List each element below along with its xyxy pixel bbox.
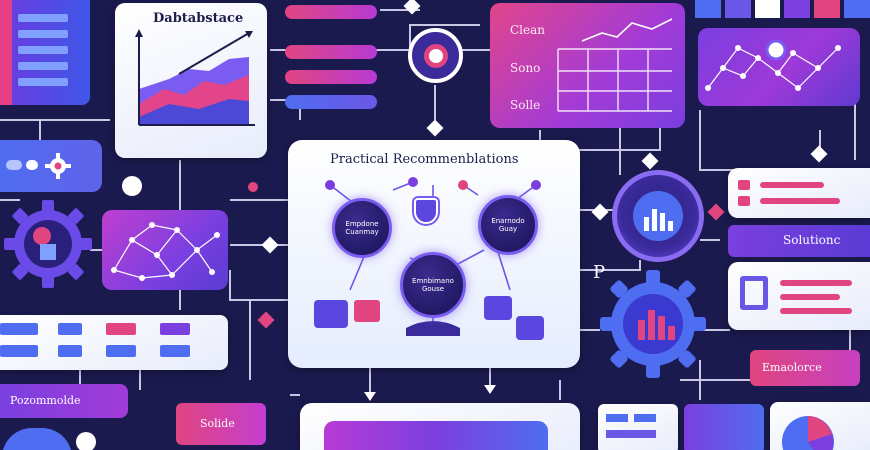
table-row-label: Solle [510,98,541,112]
recommendation-node[interactable]: Empdone Cuanmay [332,198,392,258]
analytics-node[interactable] [612,170,704,262]
gear-icon [600,270,706,378]
table-card[interactable]: Clean Sono Solle [490,3,685,128]
bottom-panel[interactable] [300,403,580,450]
solide-label: Solide [200,417,235,430]
pill-bar-1 [285,5,377,19]
pie-chart-icon [782,416,834,450]
settings-pill[interactable] [0,140,102,192]
down-arrow-icon [364,392,376,401]
solide-button[interactable]: Solide [176,403,266,445]
toggle-icon [6,160,22,170]
ring-node[interactable] [408,28,463,83]
pill-bar-3 [285,70,377,84]
gear-icon [4,200,92,288]
strip-bars [695,0,870,18]
network-graph-graphic [111,222,220,281]
emaolorce-card[interactable]: Emaolorce [750,350,860,386]
bottom-chart-card[interactable] [684,404,764,450]
down-arrow-icon [484,385,496,394]
solutions-label: Solutionc [783,233,841,247]
cloud-graphic [2,428,72,450]
folder-icon [354,300,380,322]
network-map-card[interactable] [698,28,860,106]
table-row-label: Sono [510,61,541,75]
recommendation-label: Pozommolde [10,394,81,407]
solutions-card[interactable]: Solutionc [728,225,870,257]
list-card[interactable] [728,168,870,218]
recommendation-node[interactable]: Emnbimano Gouse [400,252,466,318]
emaolorce-label: Emaolorce [762,361,822,374]
pill-bar-4 [285,95,377,109]
pill-bar-2 [285,45,377,59]
server-rack-graphic [0,0,90,105]
data-table-card[interactable] [0,315,228,370]
pie-chart-card[interactable] [770,402,870,450]
gear-icon [45,153,71,179]
area-chart-graphic [135,29,255,126]
document-icon [740,276,768,310]
table-row-label: Clean [510,23,546,37]
database-chart-card[interactable]: Dabtabstace [115,3,267,158]
folder-icon [314,300,348,328]
recommendation-card[interactable]: Pozommolde [0,384,128,418]
toggle-icon [26,160,38,170]
letter-label: P [593,262,606,283]
connector-dot [122,176,142,196]
network-map-card[interactable] [102,210,228,290]
grid-chart-graphic [557,18,673,112]
recommendations-panel[interactable]: Practical Recommenblations Empdone Cuanm… [288,140,580,368]
recommendation-node[interactable]: Enarnodo Guay [478,195,538,255]
panel-title: Practical Recommenblations [330,152,519,167]
bottom-list-card[interactable] [598,404,678,450]
database-chart-title: Dabtabstace [153,11,244,26]
tablet-icon [484,296,512,320]
connector-dot [76,432,96,450]
document-card[interactable] [728,262,870,330]
heart-icon [516,316,544,340]
shield-icon [414,198,438,224]
network-graph-graphic [705,39,841,91]
connector-dot [248,182,258,192]
